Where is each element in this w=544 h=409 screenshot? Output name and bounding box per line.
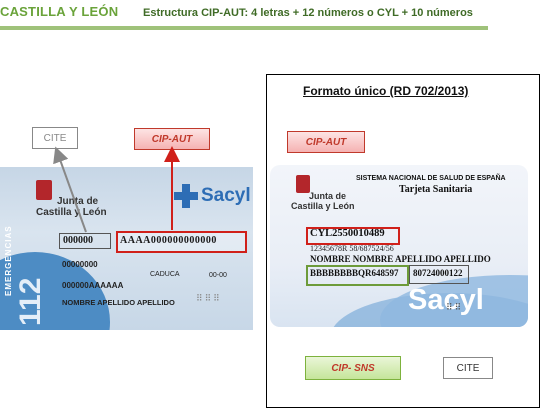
cipsns-box <box>306 265 409 286</box>
page-subtitle: Estructura CIP-AUT: 4 letras + 12 número… <box>143 7 473 19</box>
number-line-left: 00000000 <box>62 260 98 269</box>
left-logo-line2: Castilla y León <box>36 207 107 218</box>
caduca-label: CADUCA <box>150 271 180 278</box>
braille-dots-right: ⠿⠿ <box>446 302 464 312</box>
header-divider <box>0 26 488 30</box>
sacyl-brand-left: Sacyl <box>201 185 251 206</box>
braille-dots-left: ⠿⠿⠿ <box>196 293 222 303</box>
name-line-right: NOMBRE NOMBRE APELLIDO APELLIDO <box>310 254 491 264</box>
card-old-format <box>0 167 253 330</box>
sacyl-brand-right: Sacyl <box>408 284 484 316</box>
page-title: CASTILLA Y LEÓN <box>0 4 119 19</box>
right-logo-line1: Junta de <box>309 191 347 201</box>
cite-label-right: CITE <box>443 357 493 379</box>
card-new-format <box>270 165 528 327</box>
coat-of-arms-icon <box>36 180 52 200</box>
new-format-title: Formato único (RD 702/2013) <box>303 84 469 98</box>
cipaut-box-right <box>306 227 400 245</box>
sacyl-cross-icon <box>174 184 198 208</box>
system-name: SISTEMA NACIONAL DE SALUD DE ESPAÑA <box>356 175 506 182</box>
cite-box-left <box>59 233 111 249</box>
coat-of-arms-icon-right <box>296 175 310 193</box>
cite-box-right <box>409 265 469 284</box>
card-type: Tarjeta Sanitaria <box>399 184 473 195</box>
cipaut-value-left: AAAA000000000000 <box>120 235 217 246</box>
cipaut-value-right: CYL2550010489 <box>310 228 385 239</box>
cite-value-right: 80724000122 <box>413 268 463 278</box>
cite-value-left: 000000 <box>63 235 93 246</box>
left-logo-line1: Junta de <box>57 196 99 207</box>
cipsns-value: BBBBBBBBQR648597 <box>310 268 399 278</box>
caduca-value: 00-00 <box>209 272 227 279</box>
code-line-left: 000000AAAAAA <box>62 281 124 290</box>
cipaut-label-right: CIP-AUT <box>287 131 365 153</box>
cipaut-box-left <box>116 231 247 253</box>
id-line: 12345678R 58/687524/56 <box>310 244 394 253</box>
cipsns-label: CIP- SNS <box>305 356 401 380</box>
name-line-left: NOMBRE APELLIDO APELLIDO <box>62 298 175 307</box>
right-logo-line2: Castilla y León <box>291 201 355 211</box>
